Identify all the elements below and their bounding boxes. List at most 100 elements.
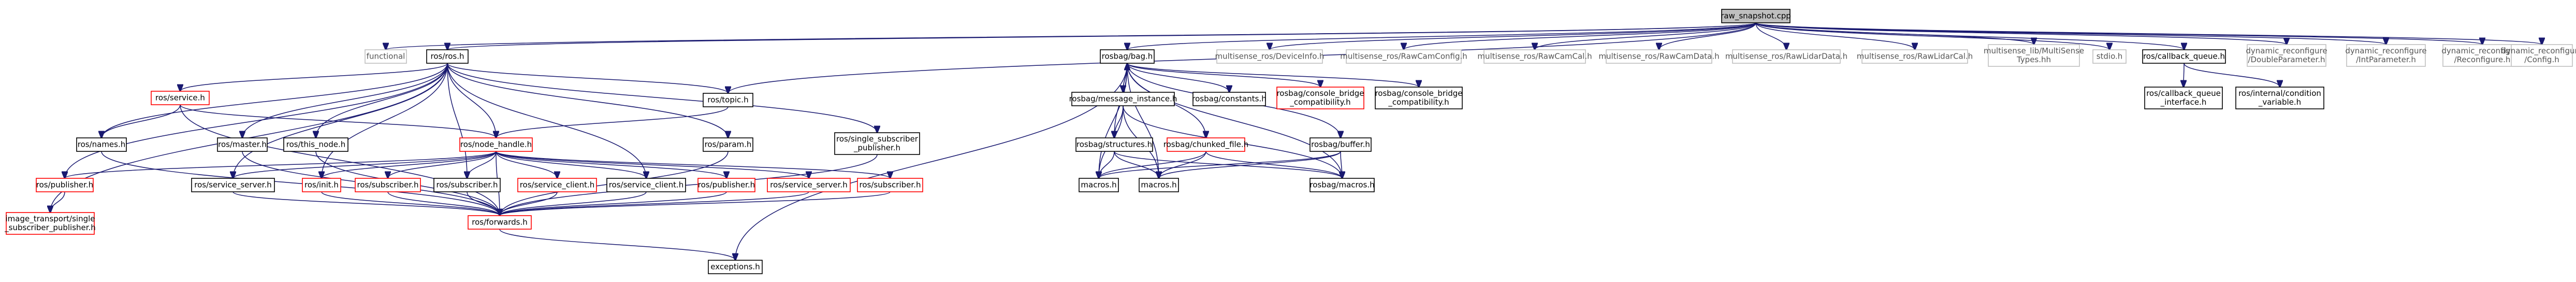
edge-ros-forwards-to-exceptions (499, 229, 735, 260)
edge-root-to-dr-config (1755, 22, 2542, 45)
edge-rosbag-bag-to-rosbag-constants (1127, 63, 1229, 92)
edge-ros-subscriber-red-to-ros-forwards (387, 191, 500, 216)
node-ros-node-handle[interactable]: ros/node_handle.h (459, 137, 533, 152)
node-box (703, 137, 753, 152)
node-ros-service-server-a[interactable]: ros/service_server.h (191, 178, 275, 192)
node-label: ros/service_client.h (520, 180, 595, 190)
node-ms-rawcamconfig[interactable]: multisense_ros/RawCamConfig.h (1340, 49, 1467, 64)
edge-ros-topic-to-ros-node-handle (496, 106, 729, 138)
node-ros-subscriber-red[interactable]: ros/subscriber.h (355, 178, 421, 192)
node-box (365, 49, 407, 64)
edge-ros-init-to-ros-forwards (321, 191, 500, 216)
edge-ros-ros-to-ros-service (180, 63, 448, 91)
node-label: rosbag/macros.h (1309, 180, 1374, 190)
node-ros-service-client-red[interactable]: ros/service_client.h (517, 178, 597, 192)
node-box (697, 178, 755, 192)
edge-root-to-ms-rawlidarcal (1755, 22, 1915, 50)
node-macros-b[interactable]: macros.h (1139, 178, 1179, 192)
node-ros-subscriber-b[interactable]: ros/subscriber.h (857, 178, 923, 192)
node-exceptions[interactable]: exceptions.h (708, 260, 763, 274)
node-dr-int[interactable]: dynamic_reconfigure/IntParameter.h (2345, 44, 2427, 67)
edge-root-to-ms-deviceinfo (1270, 22, 1756, 50)
node-box (2142, 49, 2226, 64)
node-box (217, 137, 268, 152)
node-dr-double[interactable]: dynamic_reconfigure/DoubleParameter.h (2246, 44, 2327, 67)
node-rosbag-msginst[interactable]: rosbag/message_instance.h (1069, 92, 1177, 106)
node-ms-rawlidarcal[interactable]: multisense_ros/RawLidarCal.h (1857, 49, 1973, 64)
edge-root-to-stdio (1755, 22, 2109, 50)
node-box (1309, 178, 1375, 192)
node-rosbag-cbcompat[interactable]: rosbag/console_bridge_compatibility.h (1375, 87, 1463, 109)
node-label: ros/names.h (78, 140, 126, 149)
node-box (6, 212, 95, 235)
node-macros-a[interactable]: macros.h (1079, 178, 1119, 192)
node-ros-publisher[interactable]: ros/publisher.h (36, 178, 94, 192)
node-functional[interactable]: functional (365, 49, 407, 64)
node-root[interactable]: raw_snapshot.cpp (1721, 9, 1791, 23)
node-label: functional (367, 52, 405, 61)
node-box (1079, 178, 1119, 192)
node-label: multisense_ros/RawCamCal.h (1477, 52, 1592, 62)
node-rosbag-cbcompat-red[interactable]: rosbag/console_bridge_compatibility.h (1276, 87, 1364, 109)
edge-ros-ros-to-ros-node-handle (447, 63, 496, 138)
edge-rosbag-bag-to-exceptions (735, 63, 1128, 260)
node-box (283, 137, 348, 152)
node-rosbag-bag[interactable]: rosbag/bag.h (1100, 49, 1155, 64)
node-ros-service-server-red[interactable]: ros/service_server.h (767, 178, 851, 192)
node-label: rosbag/constants.h (1192, 94, 1266, 104)
node-dr-config[interactable]: dynamic_reconfigure/Config.h (2501, 44, 2576, 67)
node-box (302, 178, 341, 192)
node-label: ros/service.h (155, 93, 205, 103)
node-ros-forwards[interactable]: ros/forwards.h (468, 215, 532, 230)
node-ms-rawcamdata[interactable]: multisense_ros/RawCamData.h (1598, 49, 1720, 64)
node-box (2144, 87, 2223, 109)
node-ros-topic[interactable]: ros/topic.h (703, 93, 753, 107)
node-ros-master[interactable]: ros/master.h (217, 137, 268, 152)
node-ros-ros[interactable]: ros/ros.h (426, 49, 469, 64)
node-box (2247, 44, 2326, 67)
node-rosbag-buffer[interactable]: rosbag/buffer.h (1309, 137, 1372, 152)
node-image-transport[interactable]: image_transport/single_subscriber_publis… (4, 212, 96, 235)
node-ms-deviceinfo[interactable]: multisense_ros/DeviceInfo.h (1215, 49, 1325, 64)
node-ros-init[interactable]: ros/init.h (302, 178, 341, 192)
node-box (1216, 49, 1323, 64)
node-stdio[interactable]: stdio.h (2092, 49, 2127, 64)
node-ros-intcond[interactable]: ros/internal/condition_variable.h (2235, 87, 2324, 109)
node-ros-publisher-b[interactable]: ros/publisher.h (697, 178, 755, 192)
node-label: multisense_lib/MultiSense (1984, 46, 2084, 56)
node-box (2511, 44, 2573, 67)
node-rosbag-structures[interactable]: rosbag/structures.h (1075, 137, 1153, 152)
node-rosbag-macros[interactable]: rosbag/macros.h (1309, 178, 1375, 192)
node-label: image_transport/single (6, 214, 95, 224)
node-box (1139, 178, 1179, 192)
node-dr-reconfigure[interactable]: dynamic_reconfigure/Reconfigure.h (2441, 44, 2523, 67)
node-label: ros/internal/condition (2238, 89, 2321, 98)
edge-ros-service-to-ros-names (101, 104, 181, 138)
node-label: _subscriber_publisher.h (4, 223, 96, 233)
node-rosbag-constants[interactable]: rosbag/constants.h (1192, 92, 1267, 106)
node-ros-subscriber[interactable]: ros/subscriber.h (433, 178, 501, 192)
node-label: _compatibility.h (1388, 97, 1449, 107)
node-ros-service-client[interactable]: ros/service_client.h (606, 178, 686, 192)
node-ros-cbqueue[interactable]: ros/callback_queue.h (2142, 49, 2226, 64)
node-ros-service[interactable]: ros/service.h (151, 91, 210, 105)
edge-ros-node-handle-to-ros-service-server-a (233, 151, 497, 178)
node-ros-param[interactable]: ros/param.h (703, 137, 753, 152)
node-ms-rawcamcal[interactable]: multisense_ros/RawCamCal.h (1477, 49, 1592, 64)
node-box (2235, 87, 2324, 109)
node-ros-single-sub[interactable]: ros/single_subscriber_publisher.h (834, 132, 920, 155)
node-ros-cbq-iface[interactable]: ros/callback_queue_interface.h (2144, 87, 2223, 109)
node-ros-names[interactable]: ros/names.h (76, 137, 127, 152)
edge-ros-publisher-b-to-ros-forwards (500, 191, 727, 216)
node-rosbag-chunked[interactable]: rosbag/chunked_file.h (1163, 137, 1248, 152)
node-ros-this-node[interactable]: ros/this_node.h (283, 137, 348, 152)
edge-ros-ros-to-ros-subscriber (447, 63, 467, 178)
node-label: ros/publisher.h (36, 180, 93, 190)
node-box (1861, 49, 1968, 64)
node-box (426, 49, 469, 64)
node-ms-rawlidardata[interactable]: multisense_ros/RawLidarData.h (1725, 49, 1847, 64)
edge-ros-ros-to-ros-master (242, 63, 448, 138)
edge-ros-ros-to-ros-service-client (447, 63, 646, 178)
edge-root-to-ms-rawcamdata (1659, 22, 1756, 50)
